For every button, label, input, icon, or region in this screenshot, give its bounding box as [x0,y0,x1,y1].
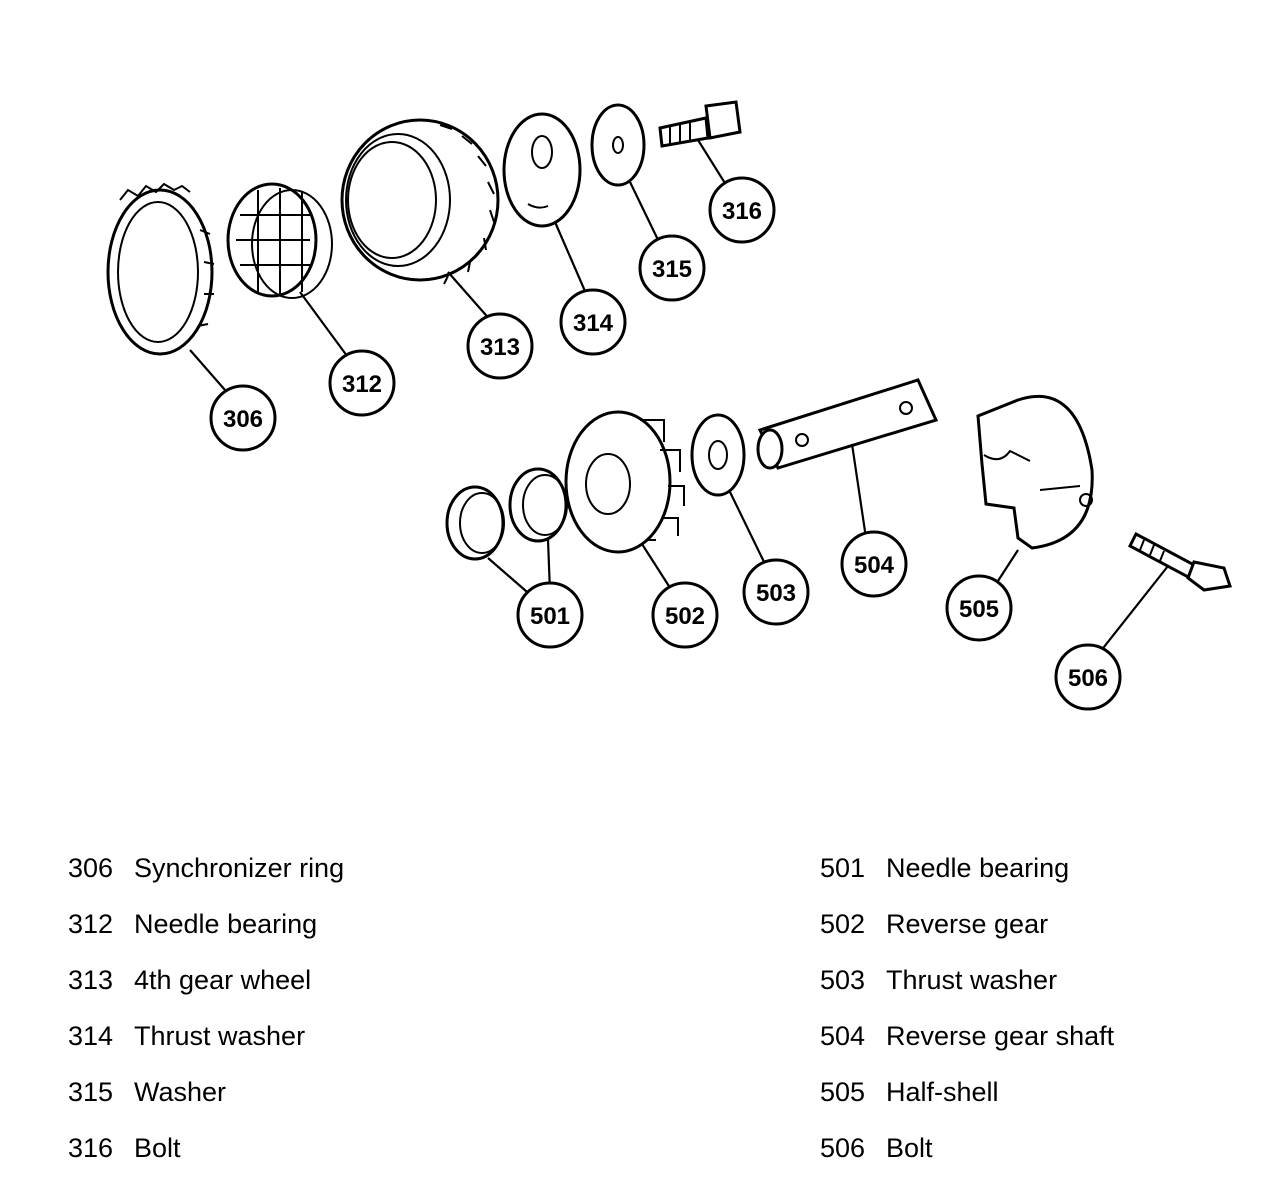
legend-label: Needle bearing [134,909,318,939]
svg-text:314: 314 [573,310,614,337]
legend-number: 501 [820,853,866,883]
part-501-needle-bearings [445,467,568,561]
legend-number: 306 [68,853,114,883]
svg-text:506: 506 [1068,665,1108,692]
part-313-4th-gear-wheel [340,118,500,285]
callout-505: 505 [945,574,1013,642]
legend-number: 504 [820,1021,866,1051]
legend-item: 313 4th gear wheel [68,967,344,1023]
svg-text:315: 315 [652,256,692,283]
legend-number: 315 [68,1077,114,1107]
legend-item: 316 Bolt [68,1135,344,1191]
callout-504: 504 [840,530,908,598]
svg-text:505: 505 [959,596,999,623]
callout-312: 312 [328,349,396,417]
legend-number: 505 [820,1077,866,1107]
part-314-thrust-washer [502,112,582,228]
svg-text:313: 313 [480,334,520,361]
leader-lines [189,139,1169,653]
svg-text:306: 306 [223,406,263,433]
legend-label: Thrust washer [134,1021,306,1051]
legend-item: 502 Reverse gear [820,911,1114,967]
part-504-reverse-gear-shaft [756,378,939,470]
legend-number: 503 [820,965,866,995]
legend-label: Half-shell [886,1077,999,1107]
legend-item: 314 Thrust washer [68,1023,344,1079]
svg-text:504: 504 [854,552,895,579]
part-316-bolt [658,100,742,148]
svg-text:316: 316 [722,198,762,225]
legend-number: 312 [68,909,114,939]
part-502-reverse-gear [564,410,685,554]
callout-306: 306 [209,384,277,452]
part-312-needle-bearing [226,182,333,299]
legend-item: 506 Bolt [820,1135,1114,1191]
legend-item: 315 Washer [68,1079,344,1135]
part-503-thrust-washer [690,413,746,497]
callout-315: 315 [638,234,706,302]
legend-number: 502 [820,909,866,939]
part-505-half-shell [976,394,1094,550]
part-315-washer [590,103,646,187]
legend-label: Thrust washer [886,965,1058,995]
svg-text:312: 312 [342,371,382,398]
legend-number: 506 [820,1133,866,1163]
legend-label: Synchronizer ring [134,853,345,883]
legend-item: 504 Reverse gear shaft [820,1023,1114,1079]
legend-item: 306 Synchronizer ring [68,855,344,911]
legend-label: Reverse gear shaft [886,1021,1115,1051]
callout-502: 502 [651,581,719,649]
legend-label: Bolt [886,1133,933,1163]
legend-label: 4th gear wheel [134,965,312,995]
legend-label: Needle bearing [886,853,1070,883]
svg-text:501: 501 [530,603,570,630]
callout-501: 501 [516,581,584,649]
legend-item: 505 Half-shell [820,1079,1114,1135]
legend-label: Reverse gear [886,909,1049,939]
svg-text:503: 503 [756,580,796,607]
callout-316: 316 [708,176,776,244]
legend-number: 316 [68,1133,114,1163]
legend-label: Washer [134,1077,227,1107]
legend-label: Bolt [134,1133,181,1163]
callout-314: 314 [559,288,627,356]
legend-number: 314 [68,1021,114,1051]
legend-right-column: 501 Needle bearing 502 Reverse gear 503 Thr… [820,855,1114,1191]
legend-number: 313 [68,965,114,995]
legend-item: 501 Needle bearing [820,855,1114,911]
legend-item: 503 Thrust washer [820,967,1114,1023]
legend-left-column: 306 Synchronizer ring 312 Needle bearing 3… [68,855,344,1191]
svg-text:502: 502 [665,603,705,630]
part-506-bolt [1128,531,1232,592]
exploded-parts-diagram: 306 312 313 314 315 316 501 502 503 504 … [106,100,1232,711]
part-306-synchronizer-ring [106,182,215,356]
legend-item: 312 Needle bearing [68,911,344,967]
callout-506: 506 [1054,643,1122,711]
callout-503: 503 [742,558,810,626]
callout-313: 313 [466,312,534,380]
